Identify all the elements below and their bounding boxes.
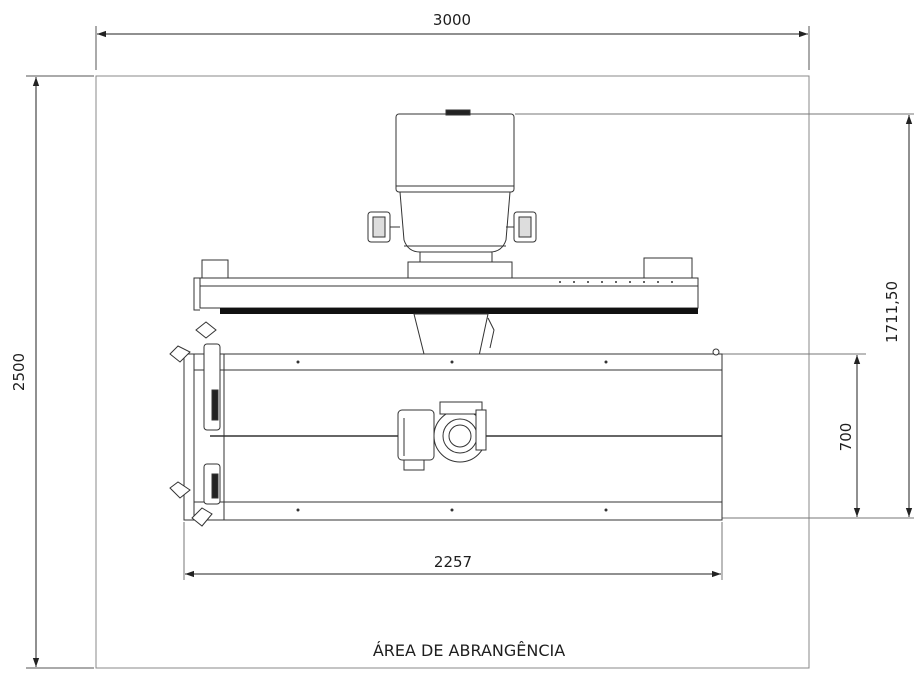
table-depth-dimension: 700 — [722, 353, 866, 517]
overall-width-label: 3000 — [433, 11, 471, 29]
motor-housing — [367, 109, 537, 279]
overall-height-dimension: 2500 — [10, 75, 94, 669]
table-depth-label: 700 — [837, 423, 855, 452]
cutting-head — [397, 401, 487, 471]
left-clamp — [169, 321, 221, 527]
machine-drawing — [169, 109, 723, 527]
coverage-area-boundary — [95, 75, 810, 669]
overall-height-label: 2500 — [10, 353, 28, 391]
table-width-dimension: 2257 — [183, 522, 723, 580]
overall-width-dimension: 3000 — [95, 11, 810, 70]
machine-height-label: 1711,50 — [883, 281, 901, 343]
table-width-label: 2257 — [434, 553, 472, 571]
machine-height-dimension: 1711,50 — [515, 113, 914, 519]
coverage-area-caption: ÁREA DE ABRANGÊNCIA — [373, 641, 565, 660]
horizontal-beam — [193, 257, 699, 314]
